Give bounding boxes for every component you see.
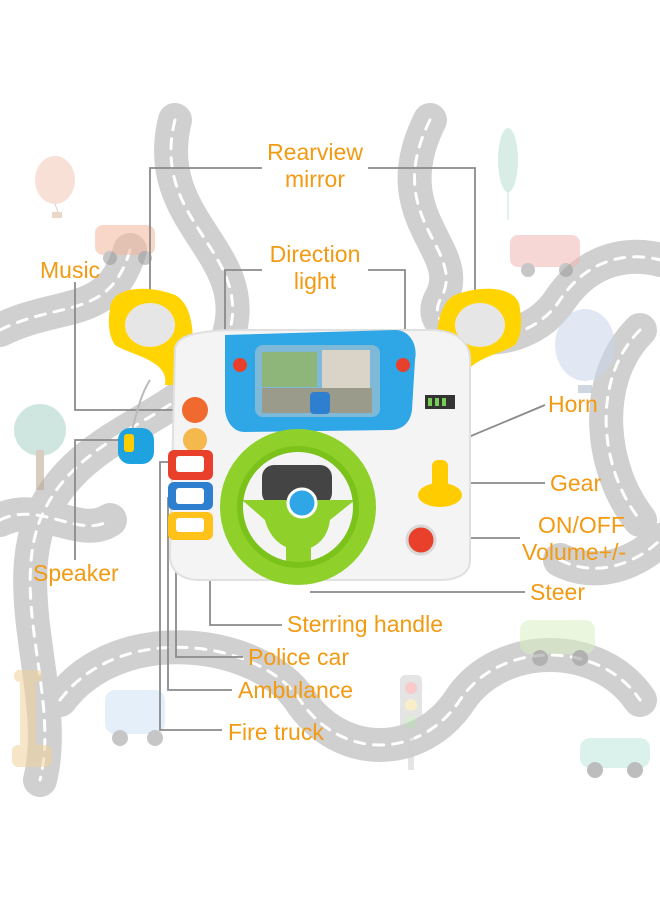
tree-icon	[498, 128, 518, 220]
label-horn: Horn	[548, 391, 598, 417]
leader-direction-left	[224, 269, 262, 350]
leader-direction-right	[368, 269, 406, 355]
fire-truck-button[interactable]	[168, 450, 213, 480]
car-icon	[580, 738, 650, 778]
label-music: Music	[40, 257, 100, 283]
track-display	[425, 395, 455, 409]
screen-frame	[225, 330, 416, 432]
label-police-car: Police car	[248, 644, 349, 670]
car-icon	[105, 690, 165, 746]
label-rearview-mirror-line2: mirror	[285, 166, 345, 192]
leader-music	[74, 282, 185, 411]
direction-light-left	[233, 358, 247, 372]
leader-rearview-right	[368, 167, 476, 300]
label-on-off: ON/OFF	[538, 512, 625, 538]
label-direction-light-line1: Direction	[270, 241, 361, 267]
car-icon	[510, 235, 580, 277]
rearview-mirror-left	[108, 288, 193, 385]
label-direction-light-line2: light	[294, 268, 337, 294]
label-volume: Volume+/-	[522, 539, 626, 565]
leader-fire-truck	[159, 461, 222, 731]
car-icon	[520, 620, 595, 666]
police-car-button[interactable]	[168, 512, 213, 540]
leader-speaker	[74, 439, 128, 560]
background-decorations	[12, 128, 650, 778]
label-steering-handle: Sterring handle	[287, 611, 443, 637]
ambulance-button[interactable]	[168, 482, 213, 510]
music-button-2[interactable]	[183, 428, 207, 452]
car-icon	[95, 225, 155, 265]
on-off-volume-knob[interactable]	[405, 524, 437, 556]
labels: Rearview mirror Direction light Music Ho…	[33, 139, 626, 745]
giraffe-icon	[12, 670, 52, 767]
label-rearview-mirror-line1: Rearview	[267, 139, 363, 165]
label-ambulance: Ambulance	[238, 677, 353, 703]
balloon-icon	[35, 156, 75, 218]
label-speaker: Speaker	[33, 560, 119, 586]
gear-lever[interactable]	[418, 460, 462, 507]
leader-rearview-left	[149, 167, 262, 300]
label-steer: Steer	[530, 579, 585, 605]
traffic-light-icon	[400, 675, 422, 770]
balloon-icon	[555, 309, 615, 393]
music-button[interactable]	[182, 397, 208, 423]
label-fire-truck: Fire truck	[228, 719, 324, 745]
speaker-phone[interactable]	[118, 428, 154, 464]
toy-dashboard	[108, 288, 522, 585]
direction-light-right	[396, 358, 410, 372]
horn-button[interactable]	[286, 487, 318, 519]
label-gear: Gear	[550, 470, 601, 496]
tree-icon	[14, 404, 66, 490]
